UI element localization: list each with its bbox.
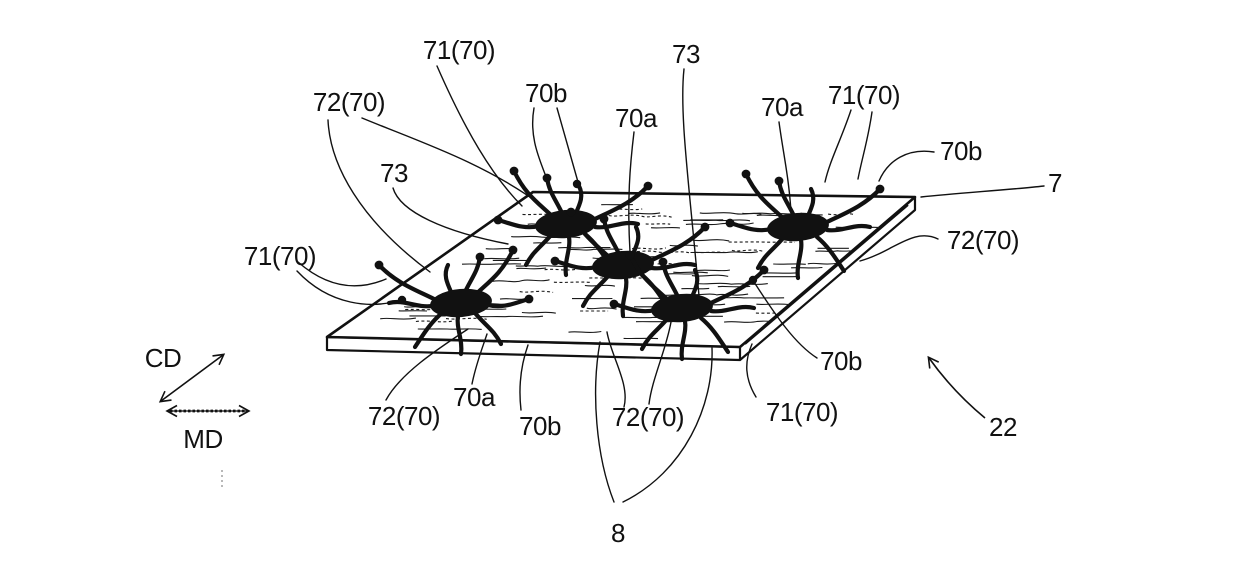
- sheet-right-edge-inner-line: [744, 204, 909, 345]
- label-7: 7: [1048, 168, 1062, 198]
- label-22: 22: [989, 412, 1017, 442]
- label-71-70-left: 71(70): [243, 241, 317, 271]
- fiber-tip-dot: [397, 295, 407, 305]
- label-71-70-top: 71(70): [422, 35, 496, 65]
- fiber-tuft: [550, 207, 710, 319]
- label-70a-top: 70a: [615, 103, 657, 133]
- fiber-tip-dot: [748, 275, 758, 285]
- label-70b-bottom: 70b: [519, 411, 561, 441]
- fiber-tuft: [374, 245, 534, 357]
- label-70a-bottom: 70a: [453, 382, 495, 412]
- label-md: MD: [183, 424, 223, 454]
- label-73-top-right: 73: [672, 39, 700, 69]
- fiber-tuft: [725, 169, 885, 281]
- label-72-70-bottom-left: 72(70): [367, 401, 441, 431]
- direction-arrows: [158, 353, 251, 418]
- label-cd: CD: [144, 343, 182, 373]
- label-72-70-top-left: 72(70): [312, 87, 386, 117]
- label-72-70-right: 72(70): [946, 225, 1020, 255]
- cd-direction-arrow: [158, 353, 226, 403]
- label-73-left: 73: [380, 158, 408, 188]
- label-70b-bottom-right: 70b: [820, 346, 862, 376]
- leader-lines: [296, 65, 1045, 503]
- fiber-tuft: [493, 166, 653, 278]
- arrow-to-article-22: [927, 355, 986, 419]
- label-70b-right: 70b: [940, 136, 982, 166]
- label-71-70-bottom-right: 71(70): [765, 397, 839, 427]
- label-72-70-bottom-center: 72(70): [611, 402, 685, 432]
- fiber-tuft: [609, 250, 769, 362]
- label-71-70-top-right: 71(70): [827, 80, 901, 110]
- label-70b-top: 70b: [525, 78, 567, 108]
- label-70a-right: 70a: [761, 92, 803, 122]
- fiber-tip-dots: [397, 179, 758, 305]
- fiber-tip-dot: [572, 179, 582, 189]
- label-8: 8: [611, 518, 625, 548]
- fiber-tufts: [374, 166, 885, 362]
